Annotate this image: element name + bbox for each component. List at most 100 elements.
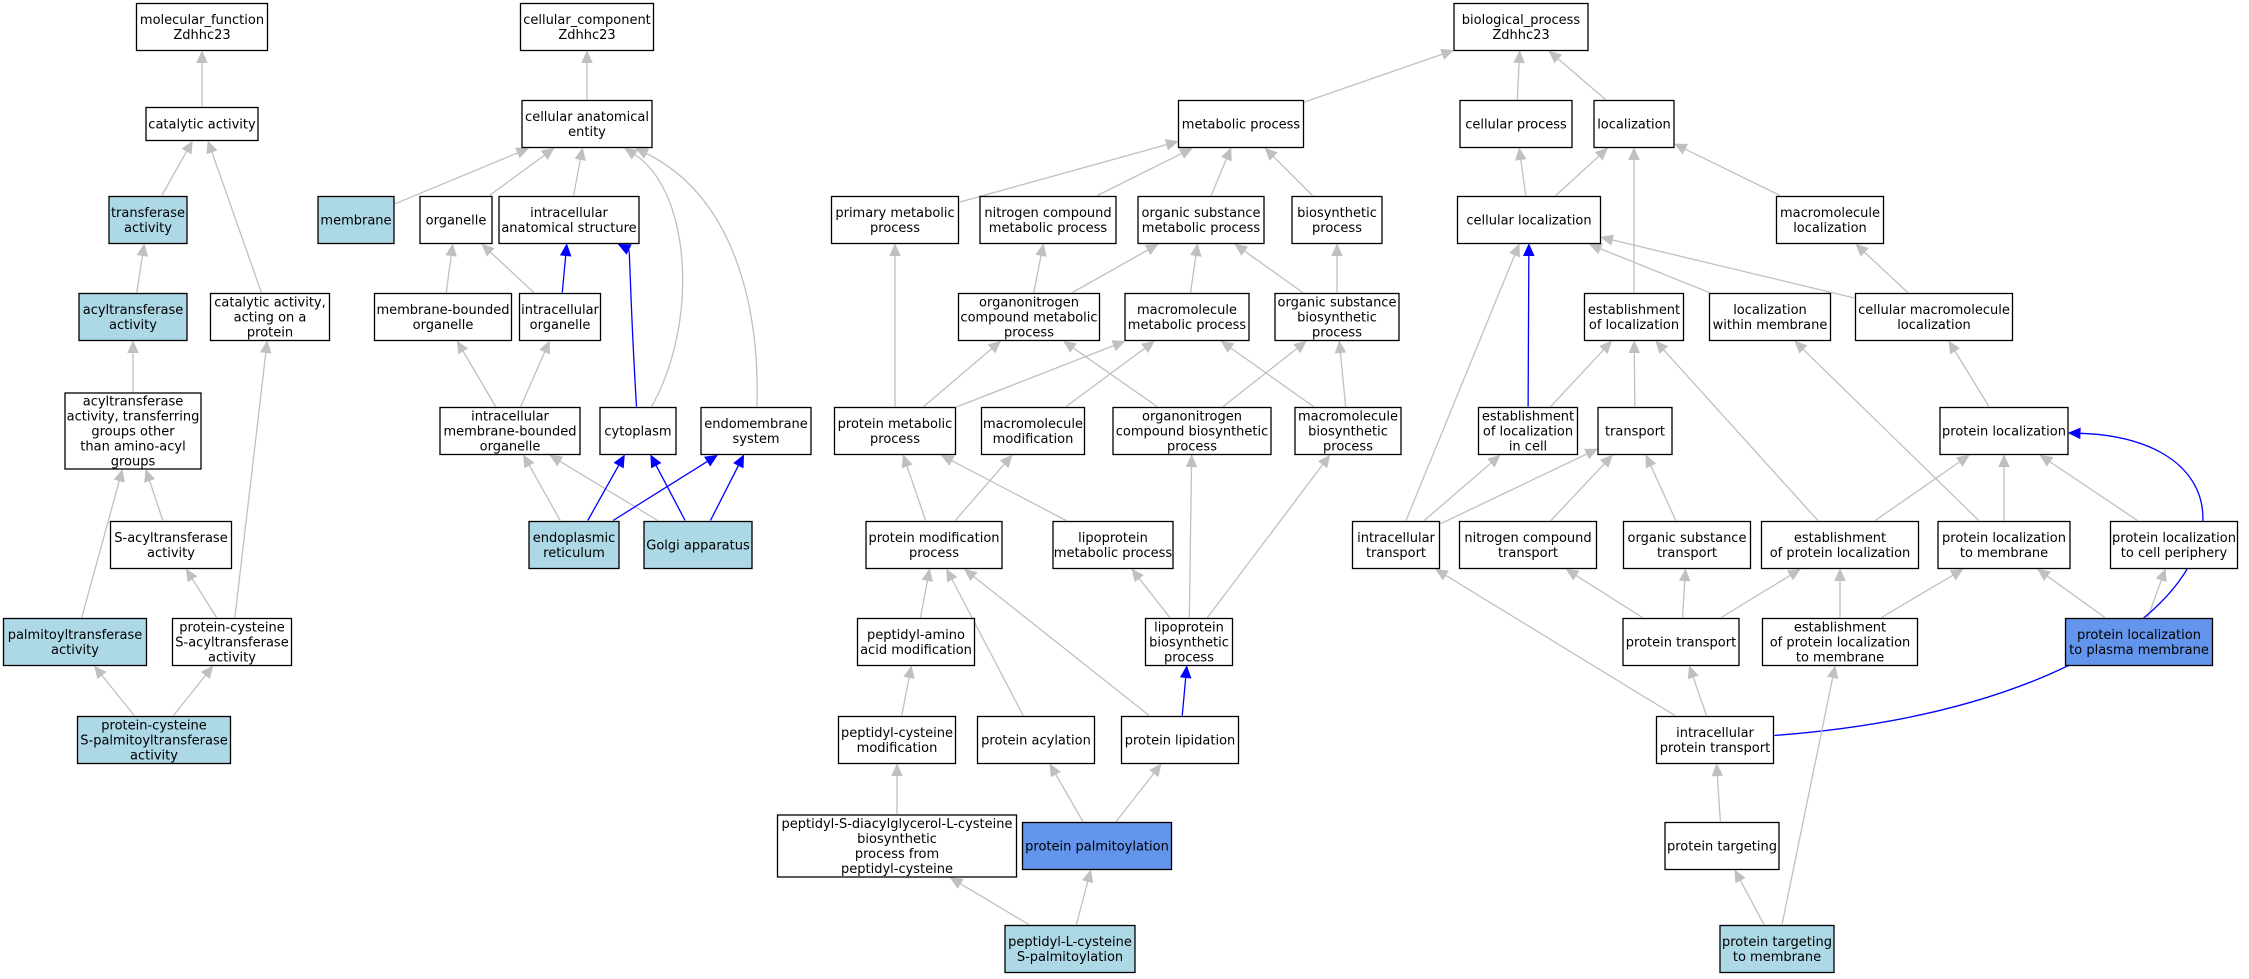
go-term-prot-transport[interactable]: protein transport xyxy=(1622,617,1740,667)
term-label-line: acid modification xyxy=(860,643,972,658)
go-term-prot-lipid[interactable]: protein lipidation xyxy=(1120,715,1240,765)
term-label-line: cellular anatomical xyxy=(525,110,649,125)
term-label-line: protein palmitoylation xyxy=(1025,840,1169,855)
term-label-line: protein-cysteine xyxy=(179,621,284,636)
term-box xyxy=(78,292,188,342)
go-term-prot-targeting[interactable]: protein targeting xyxy=(1664,821,1780,871)
go-term-pep-sdiacyl[interactable]: peptidyl-S-diacylglycerol-L-cysteinebios… xyxy=(776,814,1018,878)
go-term-cytoplasm[interactable]: cytoplasm xyxy=(599,406,677,456)
go-term-membrane[interactable]: membrane xyxy=(317,195,395,245)
term-label-line: transport xyxy=(1498,546,1558,561)
term-box xyxy=(1453,2,1589,52)
edge-cytoplasm-to-cae xyxy=(624,147,684,407)
go-term-prot-acyl[interactable]: protein acylation xyxy=(976,715,1096,765)
edge-prot_loc-to-cell_macro_loc xyxy=(1948,340,1990,407)
go-term-golgi[interactable]: Golgi apparatus xyxy=(643,520,753,570)
go-term-organelle[interactable]: organelle xyxy=(419,195,493,245)
edge-orgN_biosyn-to-org_biosyn xyxy=(1222,340,1307,408)
go-term-localization[interactable]: localization xyxy=(1593,99,1675,149)
go-term-prot-cys-sacyl[interactable]: protein-cysteineS-acyltransferaseactivit… xyxy=(171,617,293,667)
term-label-line: of localization xyxy=(1589,318,1679,333)
term-box xyxy=(1708,292,1832,342)
term-label-line: Zdhhc23 xyxy=(173,28,230,43)
term-label-line: to plasma membrane xyxy=(2069,643,2209,658)
edge-prot_cys_spalm-to-palmitoyltransferase xyxy=(93,665,135,716)
term-label-line: metabolic process xyxy=(1128,318,1247,333)
edge-prot_acyl-to-prot_mod xyxy=(946,568,1024,716)
term-label-line: process xyxy=(870,221,920,236)
term-box xyxy=(1294,406,1402,456)
term-label-line: protein localization xyxy=(2077,628,2201,643)
term-label-line: process xyxy=(1164,651,1214,666)
edge-orgN_met-to-nitrogen_met xyxy=(1033,243,1047,293)
term-label-line: process xyxy=(1323,440,1373,455)
edge-macro_loc-to-localization xyxy=(1673,143,1781,197)
edge-prot_lipid-to-lipo_biosyn xyxy=(1179,665,1192,716)
go-term-catalytic[interactable]: catalytic activity xyxy=(145,106,259,142)
go-term-metabolic[interactable]: metabolic process xyxy=(1177,99,1305,149)
go-term-cell-loc[interactable]: cellular localization xyxy=(1456,195,1602,245)
go-term-prot-cys-spalm[interactable]: protein-cysteineS-palmitoyltransferaseac… xyxy=(76,715,232,765)
go-term-prot-loc[interactable]: protein localization xyxy=(1939,406,2069,456)
term-label-line: protein localization xyxy=(1942,425,2066,440)
edge-est_loc_cell-to-est_loc xyxy=(1550,340,1613,407)
go-term-cellular-process[interactable]: cellular process xyxy=(1459,99,1573,149)
go-term-transport[interactable]: transport xyxy=(1597,406,1673,456)
edge-macro_mod-to-macro_met xyxy=(1065,340,1155,408)
term-label-line: membrane-bounded xyxy=(376,303,509,318)
term-label-line: within membrane xyxy=(1713,318,1828,333)
edge-orgN_met-to-organic_met xyxy=(1072,243,1159,294)
go-term-prot-palm[interactable]: protein palmitoylation xyxy=(1021,821,1173,871)
term-label-line: S-palmitoylation xyxy=(1017,950,1123,965)
edge-cytoplasm-to-ias xyxy=(617,243,638,407)
